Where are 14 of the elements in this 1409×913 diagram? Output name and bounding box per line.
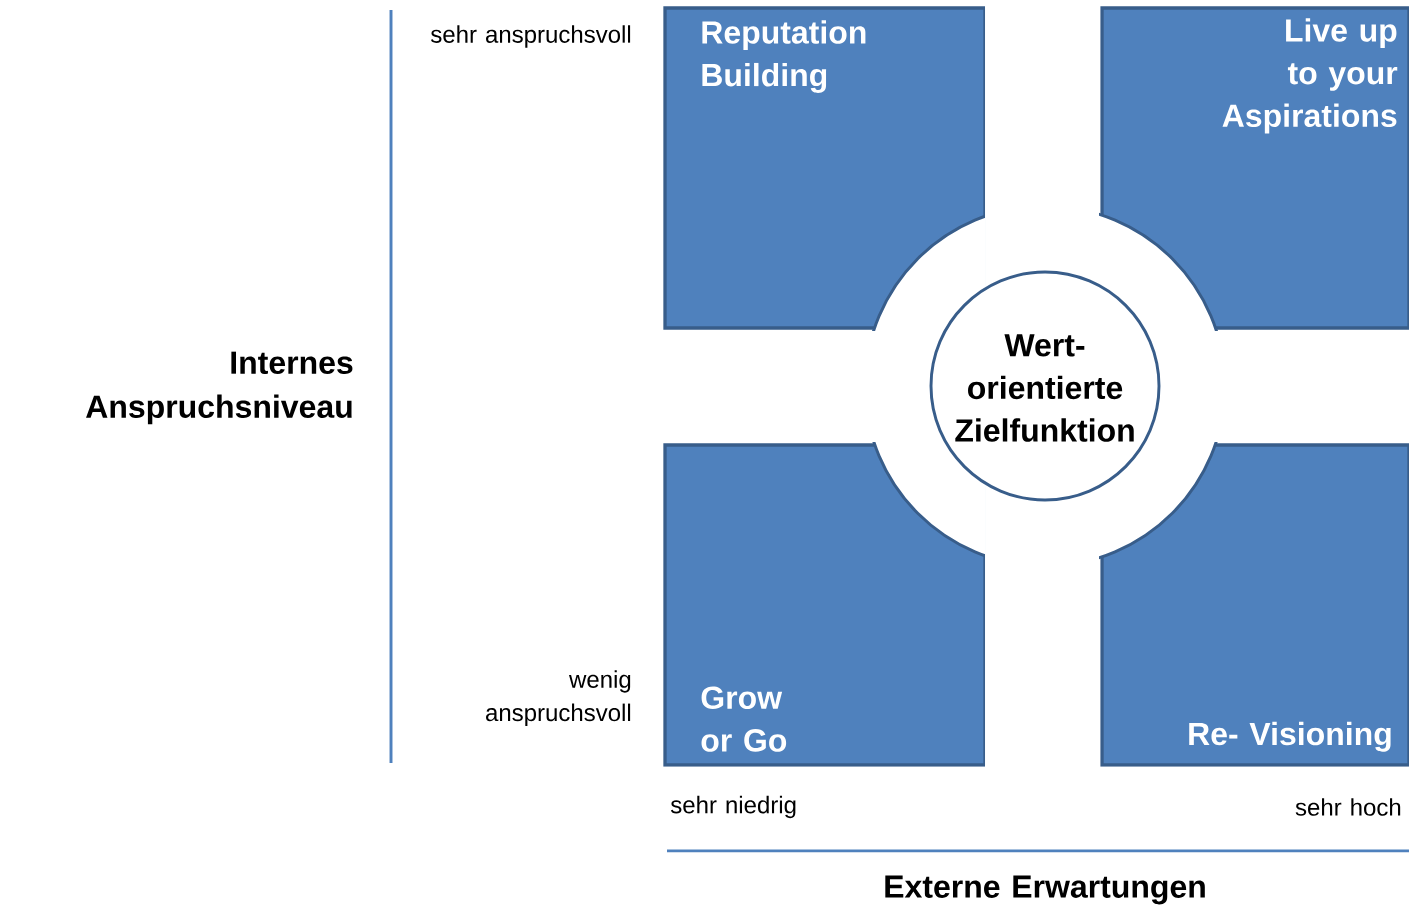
node-label: Re- Visioning	[1189, 721, 1391, 752]
axis-label: sehr hoch	[1295, 798, 1401, 816]
quadrant-box: Live up to your Aspirations	[1099, 6, 1409, 331]
axis-label: wenig anspruchsvoll	[486, 670, 631, 726]
quadrant-box: Grow or Go	[663, 442, 985, 767]
node-label: Live up to your Aspirations	[1222, 18, 1398, 134]
axis-label: sehr anspruchsvoll	[431, 25, 631, 48]
axis-title: Internes Anspruchsniveau	[86, 351, 353, 425]
node-label: Grow or Go	[701, 686, 787, 752]
axis-label: sehr niedrig	[670, 795, 796, 819]
quadrant-box: Re- Visioning	[1099, 442, 1409, 767]
node-label: Reputation Building	[702, 20, 866, 93]
quadrant-box: Reputation Building	[663, 6, 985, 331]
axis-title: Externe Erwartungen	[885, 875, 1205, 905]
